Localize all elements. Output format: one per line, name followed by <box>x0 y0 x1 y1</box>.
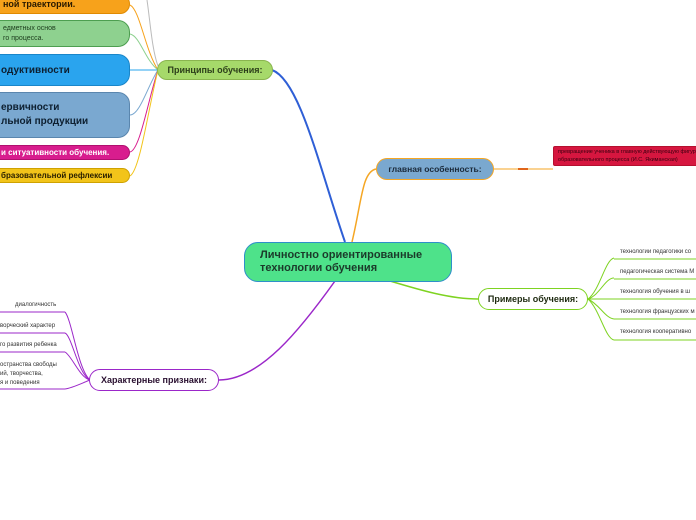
principle-item-1-text: ной траектории. <box>3 0 76 9</box>
principle-item-6[interactable]: бразовательной рефлексии <box>0 168 130 183</box>
examples-label: Примеры обучения: <box>487 294 579 304</box>
principle-item-5[interactable]: и ситуативности обучения. <box>0 145 130 160</box>
connector-feature <box>351 168 377 243</box>
connector-traits <box>218 280 336 381</box>
central-title-line2: технологии обучения <box>260 262 378 274</box>
trait-item-4-line1: остранства свободы <box>0 362 57 368</box>
trait-item-1[interactable]: диалогичность <box>15 302 57 308</box>
trait-item-4-line3: я и поведения <box>0 380 40 386</box>
central-title-line1: Личностно ориентированные <box>260 249 423 261</box>
principle-item-2-line2: го процесса. <box>3 34 44 42</box>
principle-item-6-text: бразовательной рефлексии <box>1 171 113 180</box>
central-topic[interactable]: Личностно ориентированные технологии обу… <box>244 242 452 282</box>
trait-item-3[interactable]: го развития ребенка <box>0 342 57 348</box>
connector-principles <box>271 69 346 243</box>
feature-label: главная особенность: <box>388 164 482 174</box>
feature-note[interactable]: превращение ученика в главную действующу… <box>553 146 696 166</box>
feature-note-line2: образовательного процесса (И.С. Якиманск… <box>558 157 678 163</box>
traits-sub-connectors <box>0 311 91 390</box>
principle-item-3-text: одуктивности <box>1 64 70 76</box>
principle-item-4[interactable]: ервичности льной продукции <box>0 92 130 138</box>
trait-item-2[interactable]: ворческий характер <box>0 323 56 329</box>
example-item-2[interactable]: педагогическая система М <box>620 269 695 275</box>
example-item-1[interactable]: технологии педагогики со <box>620 249 692 255</box>
principle-item-2[interactable]: едметных основ го процесса. <box>0 20 130 47</box>
trait-item-4[interactable]: остранства свободы ий, творчества, я и п… <box>0 361 57 388</box>
trait-item-4-line2: ий, творчества, <box>0 371 43 377</box>
traits-topic[interactable]: Характерные признаки: <box>89 369 219 391</box>
principles-sub-connectors <box>129 0 159 177</box>
example-item-3[interactable]: технология обучения в ш <box>620 289 691 295</box>
principles-label: Принципы обучения: <box>167 65 263 75</box>
examples-topic[interactable]: Примеры обучения: <box>478 288 588 310</box>
feature-note-line1: превращение ученика в главную действующу… <box>558 149 696 155</box>
feature-topic[interactable]: главная особенность: <box>376 158 494 180</box>
principle-item-4-line1: ервичности <box>1 102 60 113</box>
principles-topic[interactable]: Принципы обучения: <box>157 60 273 80</box>
traits-label: Характерные признаки: <box>101 375 207 385</box>
principle-item-5-text: и ситуативности обучения. <box>1 148 110 157</box>
principle-item-2-line1: едметных основ <box>3 24 56 32</box>
principle-item-4-line2: льной продукции <box>1 116 89 127</box>
example-item-4[interactable]: технология французских м <box>620 309 695 315</box>
examples-sub-connectors <box>587 257 696 341</box>
connector-examples <box>389 280 479 300</box>
principle-item-3[interactable]: одуктивности <box>0 54 130 86</box>
principle-item-1[interactable]: ной траектории. <box>0 0 130 14</box>
example-item-5[interactable]: технология кооперативно <box>620 329 692 335</box>
